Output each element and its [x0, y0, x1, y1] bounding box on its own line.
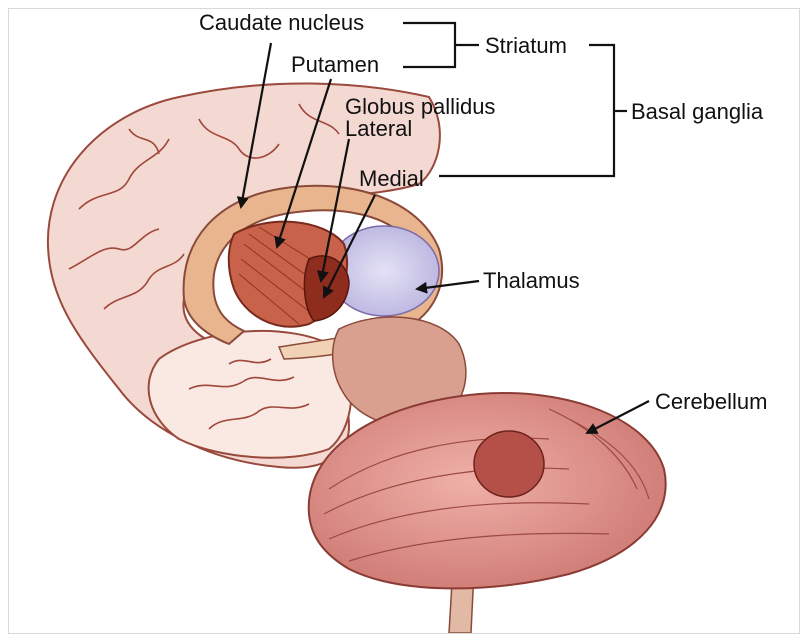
cerebellar-nucleus [474, 431, 544, 497]
striatum-label: Striatum [485, 33, 567, 58]
globus-pallidus-shape [304, 256, 349, 321]
medial-label: Medial [359, 166, 424, 191]
thalamus-label: Thalamus [483, 268, 580, 293]
brain-diagram: Caudate nucleus Putamen Globus pallidus … [9, 9, 799, 633]
basal-ganglia-label: Basal ganglia [631, 99, 764, 124]
lateral-label: Lateral [345, 116, 412, 141]
putamen-label: Putamen [291, 52, 379, 77]
diagram-frame: Caudate nucleus Putamen Globus pallidus … [8, 8, 800, 634]
caudate-nucleus-label: Caudate nucleus [199, 10, 364, 35]
cerebellum-label: Cerebellum [655, 389, 768, 414]
